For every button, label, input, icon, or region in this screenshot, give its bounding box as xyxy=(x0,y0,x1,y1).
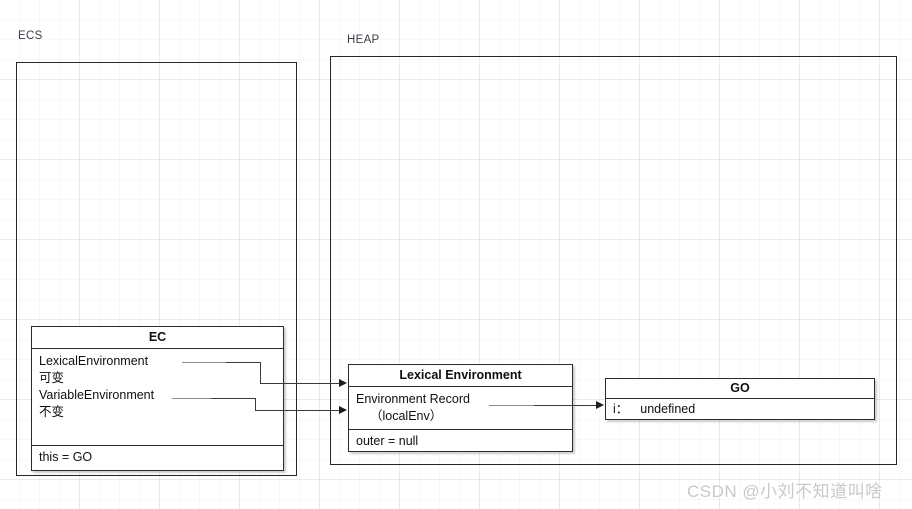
go-property-value: undefined xyxy=(640,402,696,416)
ec-line-kebian: 可变 xyxy=(39,371,65,385)
heap-label: HEAP xyxy=(347,34,380,46)
go-box[interactable]: GO i： undefined xyxy=(605,378,875,420)
ec-line-bubian: 不变 xyxy=(39,405,65,419)
lexical-environment-outer-row: outer = null xyxy=(349,429,572,453)
connector-lexical-segment-top xyxy=(226,362,261,364)
connector-go-segment-light xyxy=(489,405,535,407)
connector-variable-segment-bottom xyxy=(255,410,340,412)
lexical-environment-header: Lexical Environment xyxy=(349,365,572,387)
ec-line-variable-environment: VariableEnvironment xyxy=(39,388,155,402)
go-box-header: GO xyxy=(606,379,874,399)
connector-variable-arrowhead xyxy=(339,406,347,414)
connector-lexical-segment-light xyxy=(182,362,227,364)
csdn-watermark: CSDN @小刘不知道叫啥 xyxy=(687,482,883,501)
ec-box-body: LexicalEnvironment 可变 VariableEnvironmen… xyxy=(32,349,283,445)
connector-lexical-segment-bottom xyxy=(260,383,340,385)
ecs-label: ECS xyxy=(18,30,43,42)
heap-container xyxy=(330,56,897,465)
connector-variable-segment-top xyxy=(211,398,256,400)
connector-lexical-arrowhead xyxy=(339,379,347,387)
lexical-environment-box[interactable]: Lexical Environment Environment Record （… xyxy=(348,364,573,452)
lexical-environment-body: Environment Record （localEnv） xyxy=(349,387,572,429)
go-property-key: i： xyxy=(613,402,629,416)
ec-box-footer-this: this = GO xyxy=(32,445,283,469)
environment-record-name: （localEnv） xyxy=(370,409,443,423)
go-box-property-row: i： undefined xyxy=(606,399,874,421)
ec-box-header: EC xyxy=(32,327,283,349)
connector-lexical-vertical xyxy=(260,362,262,384)
environment-record-label: Environment Record xyxy=(356,392,470,406)
connector-variable-segment-light xyxy=(172,398,212,400)
ec-line-lexical-environment: LexicalEnvironment xyxy=(39,354,149,368)
ecs-container xyxy=(16,62,297,476)
connector-go-segment-main xyxy=(534,405,597,407)
connector-variable-vertical xyxy=(255,398,257,411)
connector-go-arrowhead xyxy=(596,401,604,409)
